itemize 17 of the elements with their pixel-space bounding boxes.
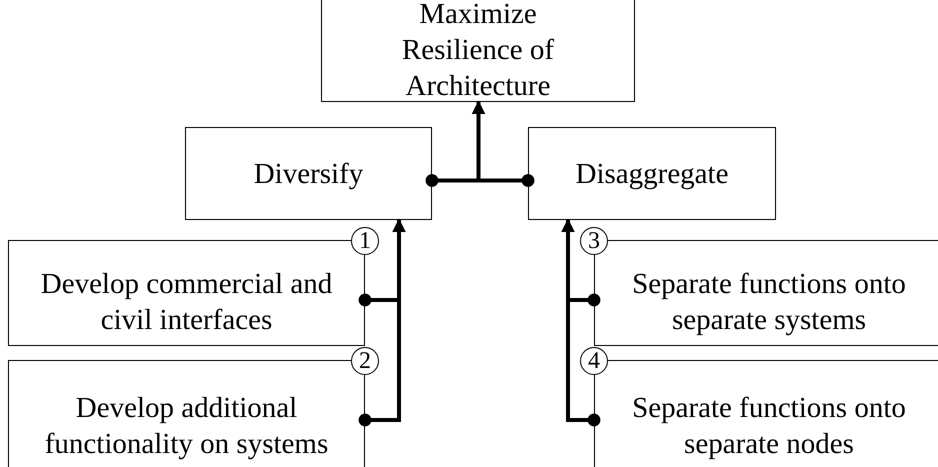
box-text: Diversify	[254, 156, 364, 192]
callout-number: 4	[580, 347, 608, 375]
goal-box	[321, 0, 635, 102]
box-text: Develop commercial and civil interfaces	[40, 267, 334, 338]
callout-number: 1	[351, 227, 379, 255]
box-text: Separate functions onto separate systems	[631, 267, 907, 338]
box-text: Develop additional functionality on systems	[44, 390, 330, 462]
arrow	[472, 100, 534, 187]
box-text: Disaggregate	[576, 156, 728, 192]
arrow	[561, 218, 600, 426]
callout-number: 2	[351, 347, 379, 375]
callout-number: 3	[580, 227, 608, 255]
box-text: Separate functions onto separate nodes	[631, 390, 907, 462]
strategy-box	[185, 127, 432, 220]
box-text: Maximize Resilience of Architecture	[400, 0, 556, 104]
strategy-box	[528, 127, 776, 220]
arrow	[358, 218, 406, 426]
